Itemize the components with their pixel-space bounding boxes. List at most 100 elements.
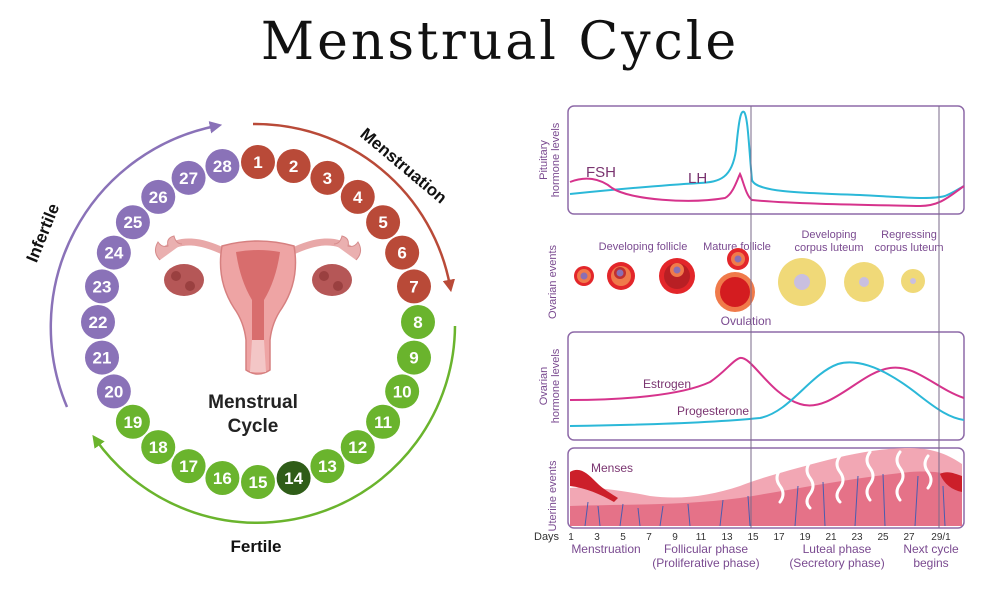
day-circle-6	[385, 235, 420, 270]
day-label-11: 11	[374, 413, 392, 432]
day-circle-22	[81, 305, 115, 339]
day-label-25: 25	[123, 213, 142, 232]
menses-label: Menses	[591, 461, 633, 475]
day-label-21: 21	[93, 349, 112, 368]
day-label-19: 19	[123, 413, 142, 432]
progesterone-label: Progesterone	[677, 404, 749, 418]
spiral-glands	[775, 450, 933, 510]
day-circle-13	[310, 449, 345, 484]
day-circle-8	[401, 305, 435, 339]
day-tick-17: 17	[773, 532, 785, 543]
day-label-15: 15	[249, 473, 268, 492]
ovarian-hormone-ylabel-line1: Ovarian	[538, 367, 550, 406]
day-label-18: 18	[149, 438, 168, 457]
phase-next-line2: begins	[913, 556, 948, 570]
fsh-curve	[569, 171, 965, 208]
day-label-2: 2	[289, 157, 298, 176]
blood-vessels	[584, 473, 946, 527]
day-circle-19	[115, 404, 150, 439]
menstruation-arc	[252, 122, 456, 293]
day-circle-23	[85, 269, 120, 304]
day-label-16: 16	[213, 469, 232, 488]
day-circle-11	[366, 404, 401, 439]
day-circle-26	[141, 179, 176, 214]
day-label-27: 27	[179, 169, 198, 188]
day-label-5: 5	[378, 213, 387, 232]
wheel-center-label-line2: Cycle	[228, 416, 279, 437]
day-tick-29-1: 29/1	[931, 532, 951, 543]
phase-menstruation: Menstruation	[571, 542, 640, 556]
progesterone-curve	[569, 361, 965, 427]
day-circle-10	[385, 374, 420, 409]
day-tick-21: 21	[825, 532, 837, 543]
day-label-9: 9	[409, 349, 418, 368]
day-tick-3: 3	[594, 532, 600, 543]
day-label-14: 14	[284, 469, 303, 488]
day-circle-2	[276, 149, 311, 184]
corpus-luteum-mid	[844, 262, 884, 302]
day-circle-24	[96, 235, 131, 270]
phase-luteal-line2: (Secretory phase)	[789, 556, 884, 570]
follicle-stage-1	[574, 266, 594, 286]
pituitary-ylabel-line2: hormone levels	[550, 122, 562, 197]
uterus-icon	[154, 235, 362, 375]
endometrium-deep-layer	[570, 471, 962, 526]
menses-shedding	[570, 469, 618, 502]
estrogen-curve	[569, 357, 965, 407]
day-tick-7: 7	[646, 532, 652, 543]
day-tick-19: 19	[799, 532, 811, 543]
fertile-arc-label: Fertile	[230, 537, 281, 556]
ovarian-hormone-panel	[567, 331, 965, 441]
day-tick-27: 27	[903, 532, 915, 543]
infertile-arc	[49, 121, 223, 408]
ovarian-hormone-ylabel-line2: hormone levels	[550, 348, 562, 423]
regressing-corpus-label-line2: corpus luteum	[874, 242, 943, 254]
developing-follicle-label: Developing follicle	[599, 241, 688, 253]
day-tick-13: 13	[721, 532, 733, 543]
regressing-corpus-luteum	[901, 269, 925, 293]
day-circle-27	[171, 160, 206, 195]
day-circle-20	[96, 374, 131, 409]
day-circle-15	[241, 465, 275, 499]
day-tick-5: 5	[620, 532, 626, 543]
phase-follicular-line1: Follicular phase	[664, 542, 748, 556]
day-label-8: 8	[413, 313, 422, 332]
day-label-10: 10	[393, 382, 412, 401]
day-circle-12	[340, 430, 375, 465]
lh-curve	[569, 110, 965, 199]
page-title: Menstrual Cycle	[260, 12, 740, 72]
day-label-26: 26	[149, 188, 168, 207]
day-label-24: 24	[104, 244, 123, 263]
day-label-22: 22	[89, 313, 108, 332]
wheel-center-label-line1: Menstrual	[208, 392, 298, 413]
lh-label: LH	[688, 170, 707, 187]
follicle-stage-3	[659, 258, 695, 294]
day-tick-1: 1	[568, 532, 574, 543]
day-circle-28	[205, 149, 240, 184]
ovulation-label: Ovulation	[721, 314, 772, 328]
day-circle-7	[396, 269, 431, 304]
phase-next-line1: Next cycle	[903, 542, 959, 556]
day-label-12: 12	[348, 438, 367, 457]
estrogen-label: Estrogen	[643, 377, 691, 391]
day-circle-4	[340, 179, 375, 214]
day-circle-25	[115, 205, 150, 240]
uterine-ylabel: Uterine events	[547, 460, 559, 531]
day-tick-9: 9	[672, 532, 678, 543]
pituitary-ylabel-line1: Pituitary	[538, 140, 550, 180]
day-circle-14	[276, 460, 311, 495]
next-menses-shedding	[940, 472, 962, 492]
day-circle-21	[85, 340, 120, 375]
day-label-6: 6	[397, 244, 406, 263]
developing-corpus-label-line1: Developing	[801, 229, 856, 241]
day-circle-5	[366, 205, 401, 240]
infertile-arc-label: Infertile	[23, 201, 64, 265]
day-label-17: 17	[179, 457, 198, 476]
day-label-4: 4	[353, 188, 363, 207]
follicle-stage-2	[607, 262, 635, 290]
pituitary-panel	[567, 105, 965, 215]
day-circle-9	[396, 340, 431, 375]
day-circle-16	[205, 460, 240, 495]
